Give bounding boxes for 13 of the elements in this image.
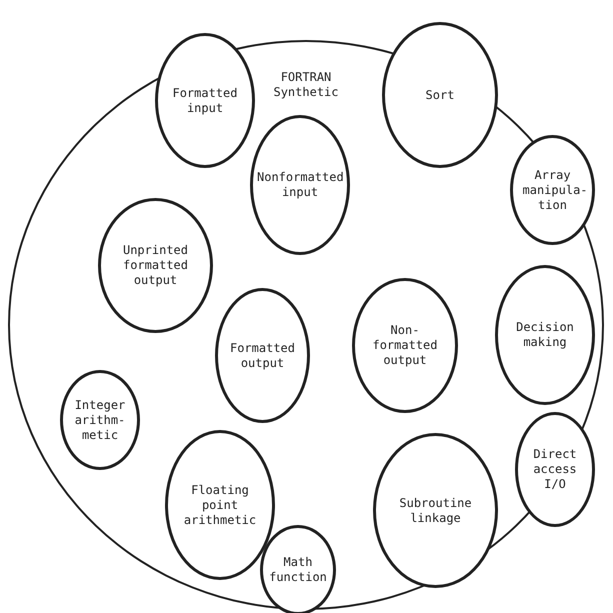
node-label: Formatted input: [171, 86, 239, 116]
node-label: Non- formatted output: [371, 323, 439, 368]
node-label: Formatted output: [228, 340, 296, 370]
node-label: Direct access I/O: [532, 447, 578, 492]
node-label: Math function: [268, 555, 328, 585]
node-label: Integer arithm- metic: [74, 398, 126, 442]
node-label: Nonformatted input: [257, 170, 343, 200]
node-label: Unprinted formatted output: [122, 243, 190, 288]
node-label: Subroutine linkage: [398, 496, 473, 526]
node-label: Decision making: [515, 320, 575, 350]
node-label: Floating point arithmetic: [182, 482, 258, 528]
node-label: Sort: [424, 88, 456, 102]
group-title: FORTRAN Synthetic: [272, 70, 340, 100]
